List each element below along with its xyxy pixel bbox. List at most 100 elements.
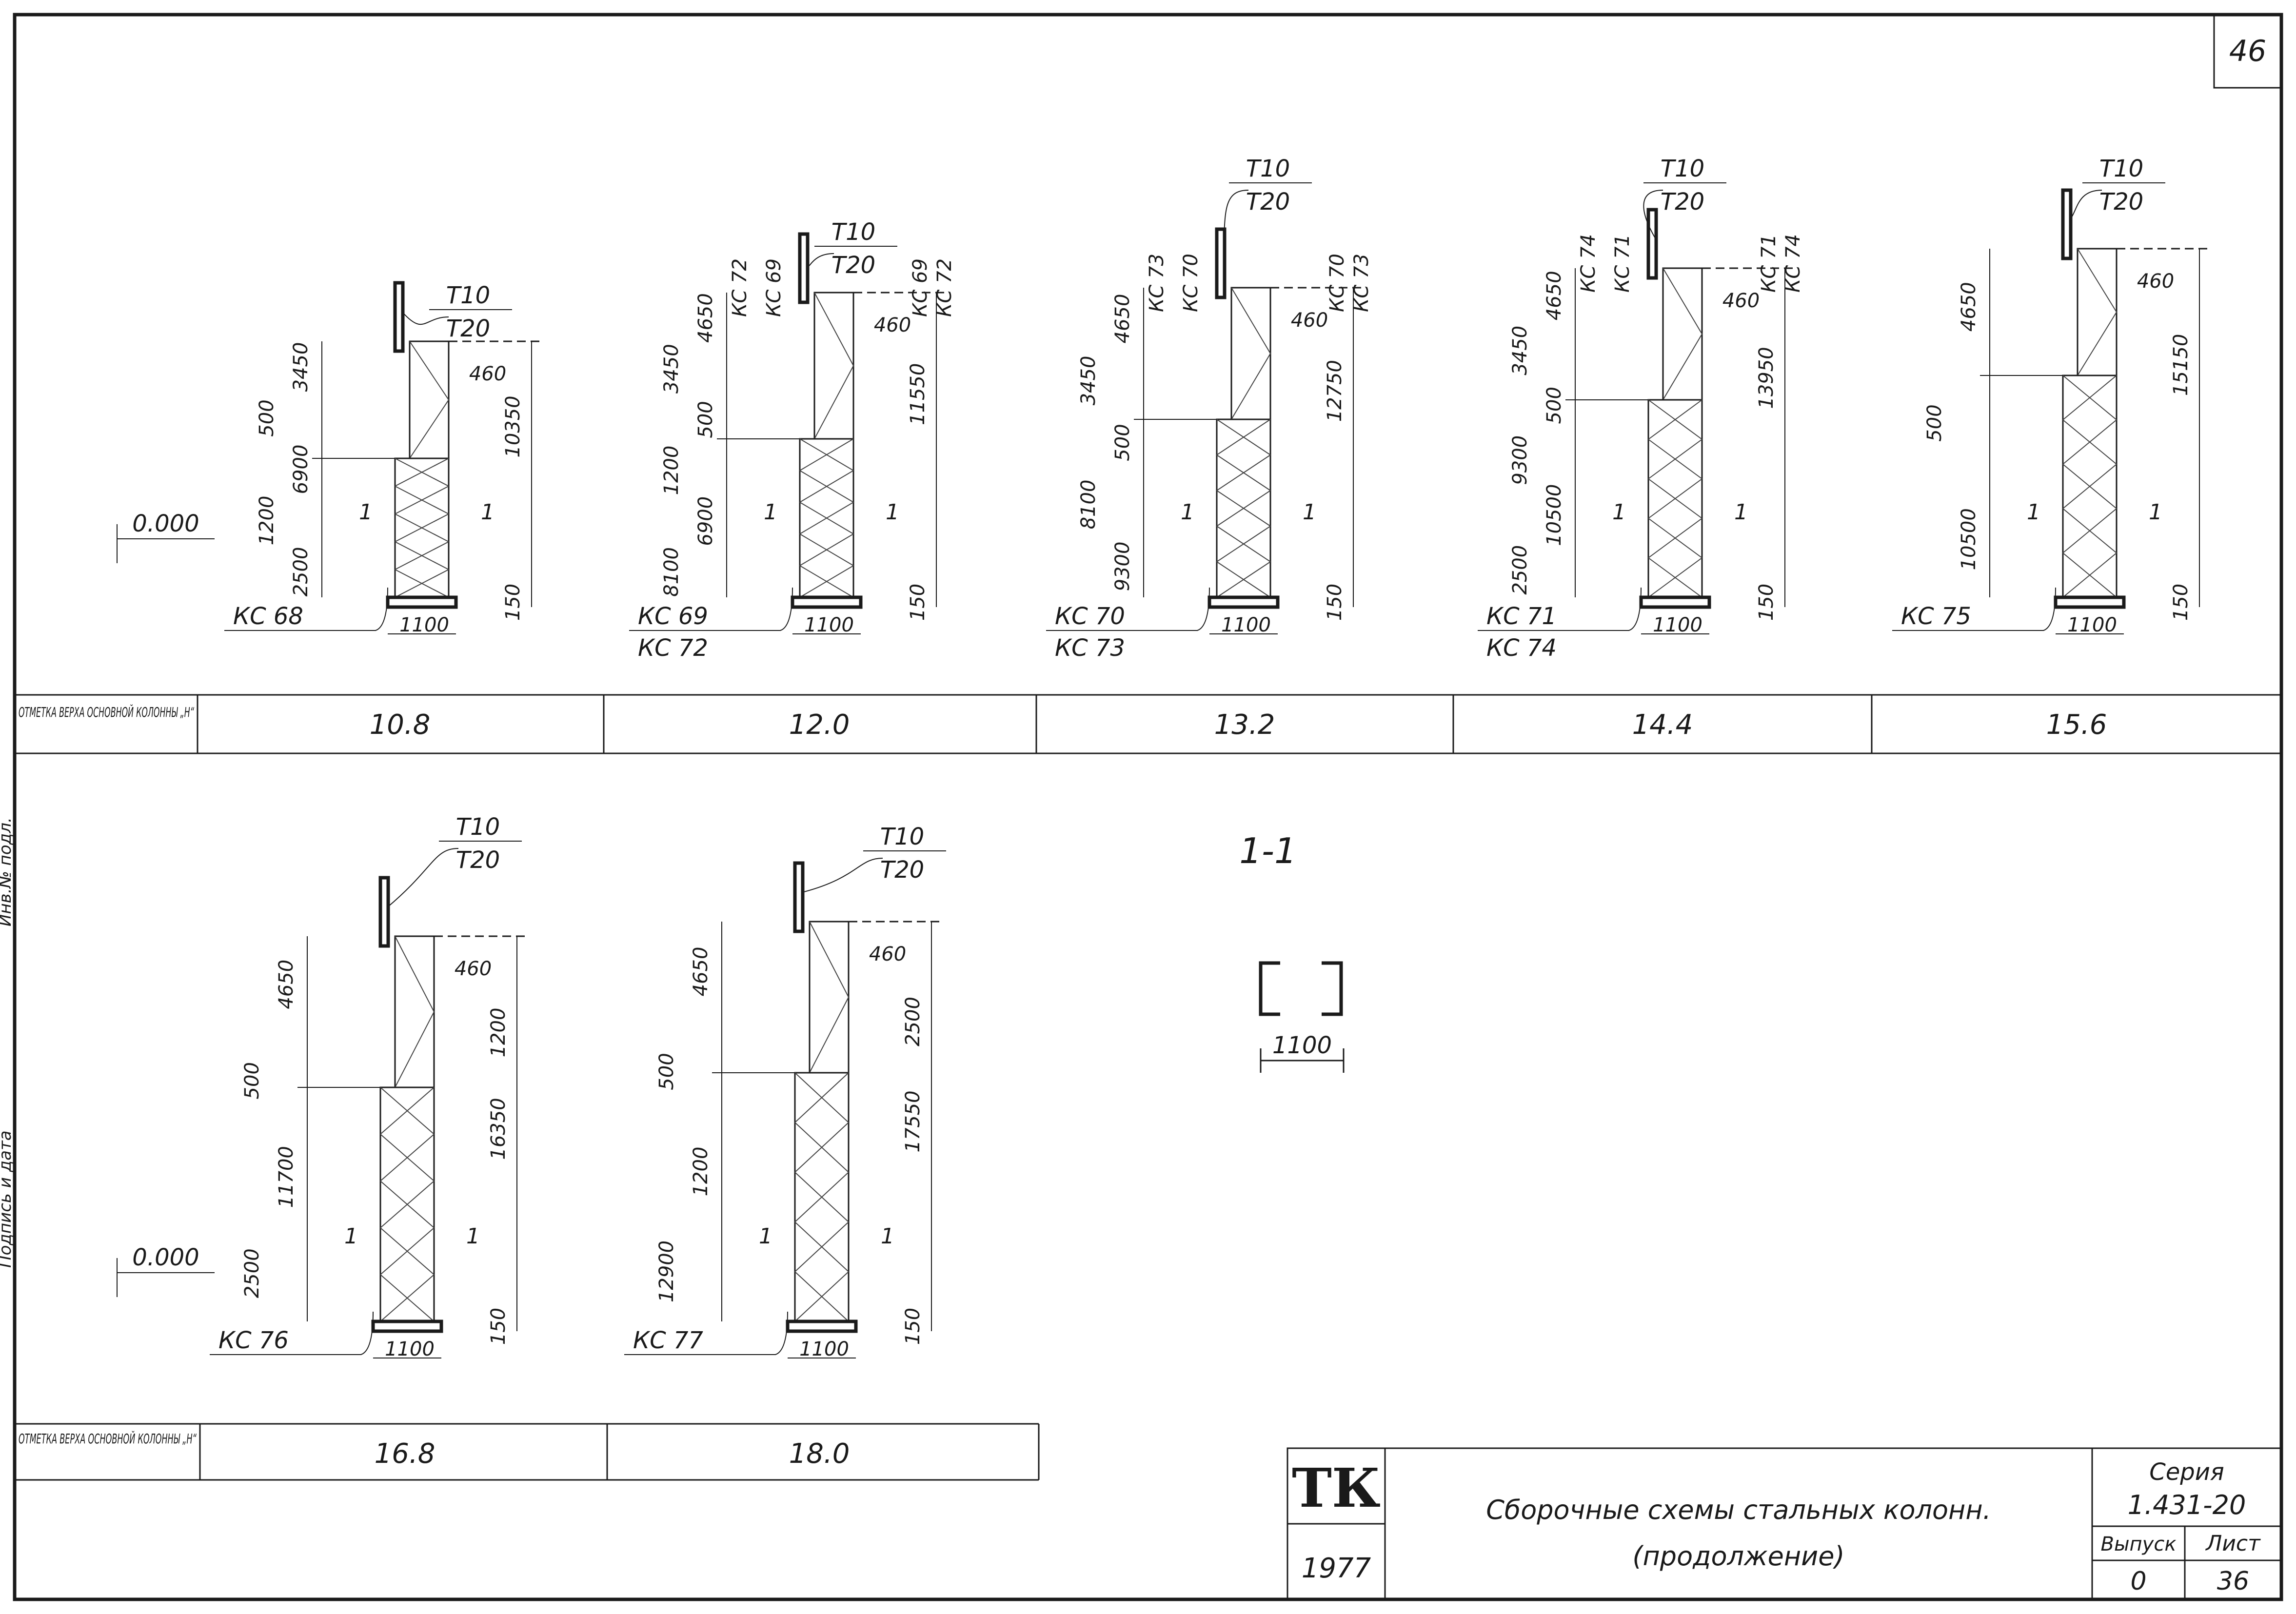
dimension-right-2: 150 (1324, 584, 1346, 621)
lower-lattice (380, 1087, 435, 1322)
crane-rail-label-top: Т10 (446, 282, 490, 309)
sheet-number-box (2213, 14, 2282, 89)
crane-rail-label-top: Т10 (831, 218, 875, 246)
label-leader (2070, 190, 2102, 220)
crane-rail-label-bottom: Т20 (1661, 188, 1704, 216)
upper-lattice (1663, 268, 1703, 400)
label-leader (1224, 190, 1249, 259)
section-mark-right: 1 (1303, 500, 1316, 525)
top-table-value-2: 12.0 (789, 709, 850, 741)
sheet-label: Лист (2205, 1531, 2261, 1556)
crane-rail-label-top: Т10 (456, 813, 500, 841)
crane-post (793, 861, 805, 933)
dimension-right-2: 150 (1755, 584, 1778, 621)
top-mark-left-2: КС 71 (1611, 234, 1634, 293)
base-width-dim: 1100 (1221, 614, 1271, 636)
upper-width-dim: 460 (1291, 309, 1328, 332)
section-mark-left: 1 (1612, 500, 1626, 525)
column-scheme-c4: Т10Т204650345050093001050025004601395015… (1478, 155, 1804, 662)
top-mark-left-2: КС 69 (763, 258, 785, 317)
upper-width-dim: 460 (455, 958, 492, 980)
dimension-left-4: 9300 (1509, 435, 1531, 485)
section-mark-right: 1 (886, 500, 899, 525)
section-mark-left: 1 (359, 500, 373, 525)
section-title: 1-1 (1239, 830, 1297, 871)
column-mark-top: КС 71 (1486, 603, 1557, 630)
mark-leader (1892, 587, 2056, 631)
column-mark-top: КС 70 (1055, 603, 1125, 630)
bottom-table-value-2: 18.0 (789, 1438, 850, 1470)
upper-width-dim: 460 (1722, 290, 1760, 312)
top-mark-left-2: КС 70 (1180, 254, 1202, 312)
dimension-left-1: 4650 (1958, 282, 1980, 332)
crane-post (378, 876, 390, 948)
base-width-dim: 1100 (2067, 614, 2117, 636)
dimension-right-2: 150 (907, 584, 929, 621)
lower-lattice (2062, 375, 2117, 598)
dimension-left-4: 1200 (256, 496, 278, 546)
dimension-left-2: 3450 (1509, 326, 1531, 375)
upper-column-part (2077, 248, 2118, 376)
dimension-right-2: 150 (2170, 584, 2192, 621)
dimension-left-2: 3450 (660, 344, 683, 394)
dimension-left-3: 6900 (290, 445, 312, 494)
base-plate (786, 1319, 858, 1333)
dimension-right-1: 15150 (2170, 334, 2192, 396)
dimension-left-1: 4650 (1543, 271, 1565, 320)
base-plate (386, 595, 458, 609)
zero-level-label: 0.000 (132, 1244, 199, 1271)
title-block: ТК 1977 Сборочные схемы стальных колонн.… (1287, 1447, 2282, 1600)
upper-lattice (809, 921, 850, 1073)
upper-lattice (409, 341, 450, 459)
base-plate (2054, 595, 2126, 609)
dimension-right-1: 12750 (1324, 360, 1346, 422)
crane-rail-label-bottom: Т20 (446, 315, 490, 342)
dimension-left-1: 4650 (694, 293, 717, 343)
dimension-right-2: 17550 (902, 1090, 924, 1152)
dimension-left-3: 500 (1543, 387, 1565, 424)
upper-column-part (809, 921, 850, 1074)
dimension-left-3: 10500 (1958, 508, 1980, 570)
dimension-left-1: 4650 (275, 960, 297, 1009)
crane-rail-label-top: Т10 (1246, 155, 1290, 182)
crane-post (393, 281, 405, 353)
section-mark-left: 1 (764, 500, 777, 525)
dimension-left-4: 1200 (660, 446, 683, 495)
crane-rail-label-top: Т10 (2099, 155, 2143, 182)
top-mark-right-2: КС 72 (933, 258, 956, 317)
base-plate (371, 1319, 443, 1333)
dimension-left-5: 2500 (290, 547, 312, 597)
column-mark: КС 76 (218, 1327, 289, 1354)
section-mark-left: 1 (1181, 500, 1194, 525)
series-label: Серия (2149, 1458, 2224, 1486)
crane-rail-label-bottom: Т20 (2099, 188, 2143, 216)
mark-leader (224, 587, 388, 631)
mark-leader (1046, 587, 1210, 631)
dimension-right-3: 150 (487, 1308, 510, 1345)
crane-rail-label-bottom: Т20 (880, 856, 924, 884)
section-mark-right: 1 (1734, 500, 1748, 525)
issue-value: 0 (2130, 1567, 2146, 1596)
column-mark: КС 77 (633, 1327, 703, 1354)
dimension-right-3: 150 (902, 1308, 924, 1345)
base-plate (1207, 595, 1280, 609)
label-leader (1643, 190, 1663, 239)
section-1-1: 1-1 1100 (1239, 830, 1345, 1073)
issue-label: Выпуск (2101, 1533, 2177, 1555)
section-mark-left: 1 (344, 1224, 358, 1249)
base-plate (791, 595, 863, 609)
top-mark-right-1: КС 70 (1326, 254, 1348, 312)
dimension-left-5: 10500 (1543, 484, 1565, 546)
lower-lattice (395, 458, 449, 598)
bottom-elevation-table: ОТМЕТКА ВЕРХА ОСНОВНОЙ КОЛОННЫ „Н“ 16.8 … (15, 1423, 1040, 1481)
bottom-table-value-1: 16.8 (375, 1438, 435, 1470)
crane-rail-label-bottom: Т20 (1246, 188, 1290, 216)
series-value: 1.431-20 (2128, 1490, 2246, 1520)
dimension-left-2: 500 (655, 1053, 678, 1090)
top-table-value-4: 14.4 (1632, 709, 1693, 741)
crane-post (798, 232, 810, 304)
